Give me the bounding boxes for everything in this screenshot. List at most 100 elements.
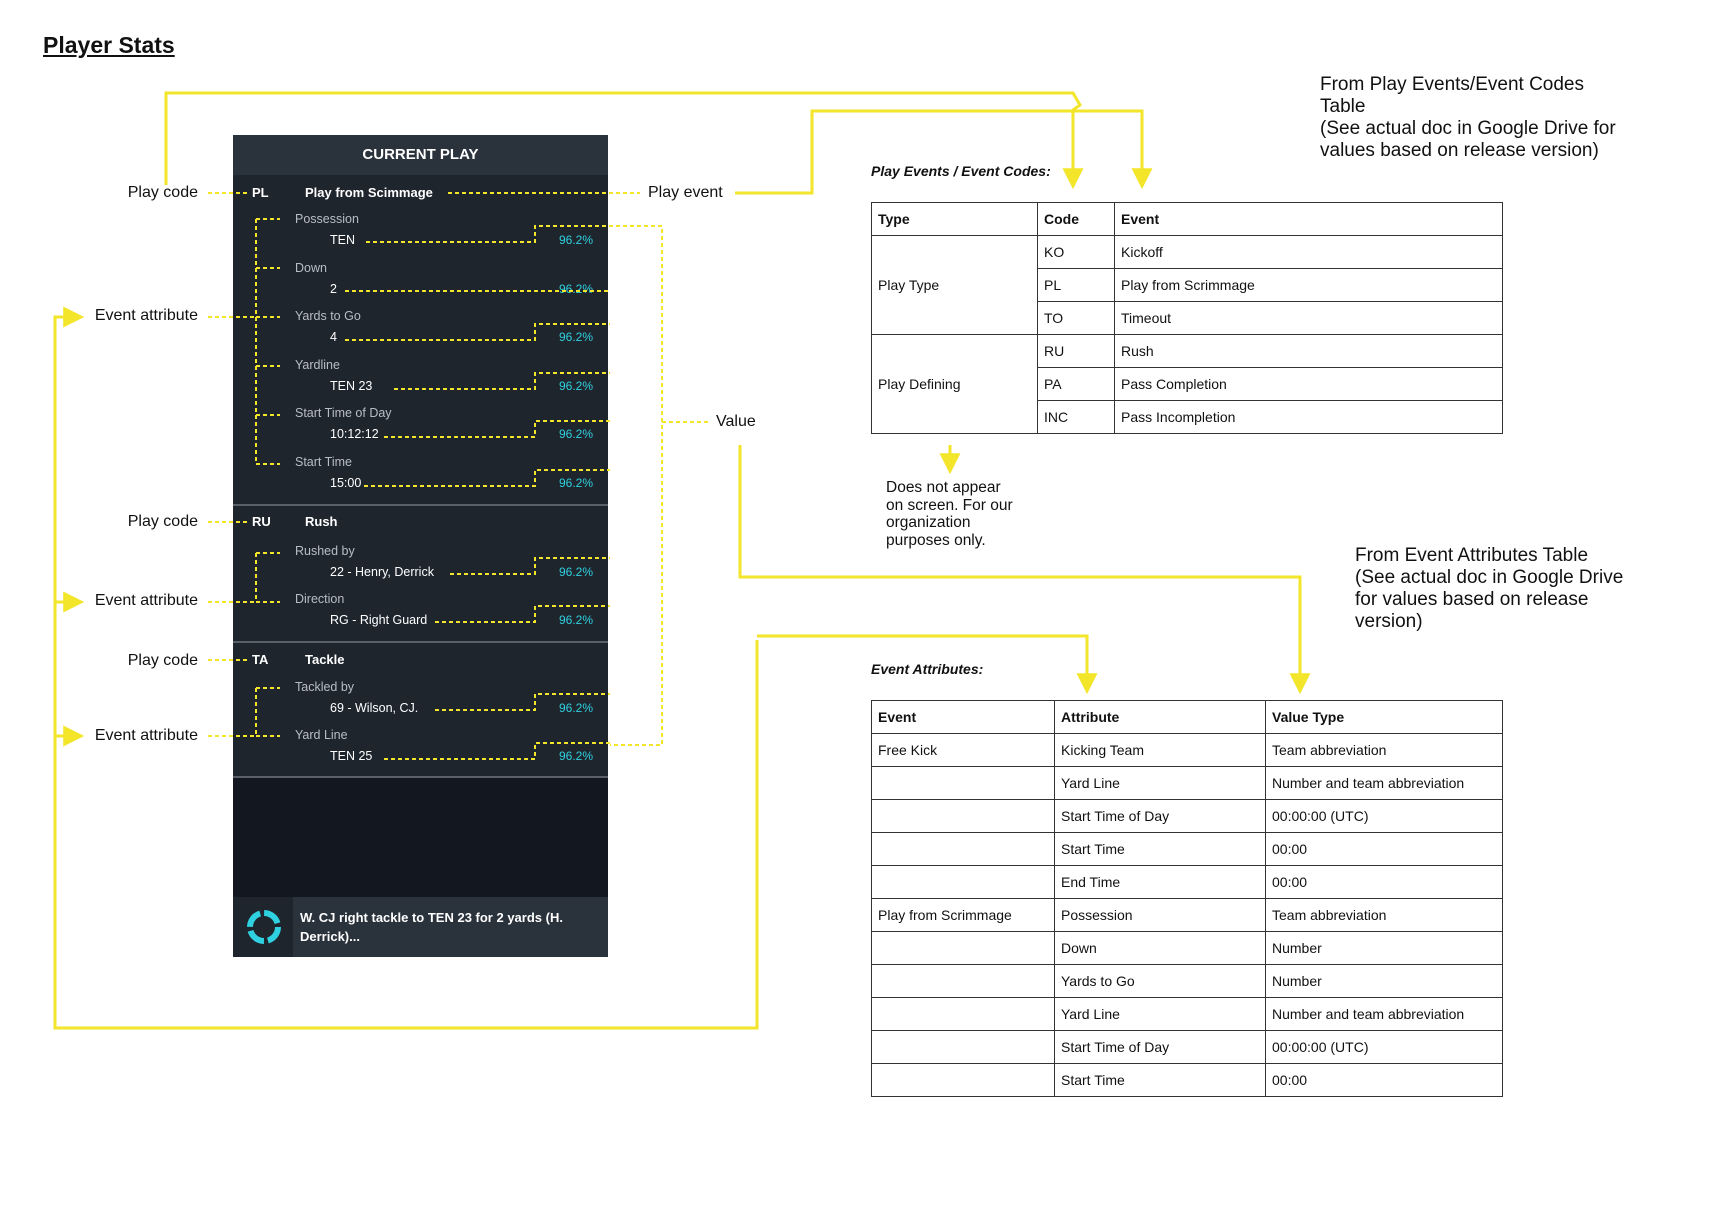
play-title: Rush — [305, 514, 338, 529]
connector-play-event — [735, 109, 1153, 195]
table-row: PL Play from Scrimmage — [872, 268, 1503, 302]
type-cell: Play Defining — [871, 334, 1038, 434]
play-title: Tackle — [305, 652, 345, 667]
connector-attribute-to-table — [757, 634, 1098, 695]
attribute-value: RG - Right Guard — [330, 613, 428, 627]
value-type-cell: 00:00 — [1265, 832, 1503, 866]
code-cell: KO — [1037, 235, 1115, 269]
table-row: INC Pass Incompletion — [872, 400, 1503, 434]
connector-play-code — [164, 91, 1084, 190]
attribute-value: TEN 23 — [330, 379, 373, 393]
connector-value — [738, 445, 1311, 695]
attribute-percent: 96.2% — [559, 282, 594, 296]
column-header: Attribute — [1054, 700, 1266, 734]
event-codes-table-title: Play Events / Event Codes: — [871, 163, 1051, 179]
attribute-value: TEN 25 — [330, 749, 373, 763]
current-play-panel: CURRENT PLAY PL Play from Scimmage Posse… — [233, 135, 608, 957]
value-type-cell: 00:00 — [1265, 1063, 1503, 1097]
table-header-row: Type Code Event — [871, 202, 1503, 236]
callout-play-event: Play event — [648, 184, 723, 201]
attribute-label: Rushed by — [295, 544, 355, 558]
value-type-cell: Number and team abbreviation — [1265, 766, 1503, 800]
value-type-cell: 00:00 — [1265, 865, 1503, 899]
attribute-value: 10:12:12 — [330, 427, 379, 441]
empty-area — [233, 778, 608, 897]
attribute-label: Possession — [295, 212, 359, 226]
callout-play-code-3: Play code — [127, 652, 198, 669]
event-cell: Free Kick — [871, 733, 1055, 767]
attribute-cell: End Time — [1054, 865, 1266, 899]
attribute-percent: 96.2% — [559, 565, 594, 579]
event-cell: Rush — [1114, 334, 1503, 368]
value-type-cell: Number — [1265, 964, 1503, 998]
event-cell: Play from Scrimmage — [1114, 268, 1503, 302]
attribute-value: 15:00 — [330, 476, 362, 490]
attribute-cell: Start Time — [1054, 1063, 1266, 1097]
attribute-percent: 96.2% — [559, 749, 594, 763]
attribute-percent: 96.2% — [559, 233, 594, 247]
type-cell: Play Type — [871, 235, 1038, 335]
attribute-value: 22 - Henry, Derrick — [330, 565, 434, 579]
callout-event-attribute-2: Event attribute — [94, 592, 198, 609]
attribute-percent: 96.2% — [559, 476, 594, 490]
attribute-value: 2 — [330, 282, 337, 296]
dashed-values — [345, 225, 663, 760]
column-header: Value Type — [1265, 700, 1503, 734]
attribute-percent: 96.2% — [559, 379, 594, 393]
event-codes-table: Type Code Event Play Type KO Kickoff PL … — [871, 202, 1503, 434]
dashed-event-attribute-2 — [208, 552, 280, 603]
footer-icon-area — [233, 897, 293, 957]
not-on-screen-note: Does not appear on screen. For our organ… — [886, 479, 1013, 549]
play-separator — [233, 776, 608, 778]
event-cell: Play from Scrimmage — [871, 898, 1055, 932]
value-type-cell: Team abbreviation — [1265, 898, 1503, 932]
attribute-value: TEN — [330, 233, 355, 247]
play-code: RU — [252, 514, 271, 529]
attribute-cell: Yards to Go — [1054, 964, 1266, 998]
event-attributes-table-title: Event Attributes: — [871, 661, 984, 677]
attribute-label: Yards to Go — [295, 309, 361, 323]
play-code: TA — [252, 652, 269, 667]
attribute-percent: 96.2% — [559, 427, 594, 441]
table-row: Play Defining RU Rush — [871, 334, 1503, 434]
attribute-cell: Kicking Team — [1054, 733, 1266, 767]
event-cell: Pass Incompletion — [1114, 400, 1503, 434]
refresh-icon — [247, 910, 281, 944]
event-cell — [871, 997, 1055, 1031]
callout-value: Value — [716, 413, 756, 430]
column-header: Code — [1037, 202, 1115, 236]
dashed-event-attribute-3 — [208, 687, 280, 737]
page-title: Player Stats — [43, 32, 175, 58]
callout-event-attribute-3: Event attribute — [94, 727, 198, 744]
event-cell — [871, 832, 1055, 866]
panel-footer[interactable]: W. CJ right tackle to TEN 23 for 2 yards… — [233, 897, 608, 957]
value-type-cell: Team abbreviation — [1265, 733, 1503, 767]
attribute-label: Yard Line — [295, 728, 348, 742]
attribute-label: Start Time of Day — [295, 406, 392, 420]
attribute-label: Tackled by — [295, 680, 355, 694]
callout-play-code-2: Play code — [127, 513, 198, 530]
attribute-value: 69 - Wilson, CJ. — [330, 701, 419, 715]
attribute-label: Start Time — [295, 455, 352, 469]
callout-event-attribute-1: Event attribute — [94, 307, 198, 324]
attribute-label: Down — [295, 261, 327, 275]
play-events-source-note: From Play Events/Event Codes Table (See … — [1320, 74, 1616, 161]
panel-header: CURRENT PLAY — [233, 135, 608, 175]
event-cell — [871, 865, 1055, 899]
code-cell: INC — [1037, 400, 1115, 434]
attribute-label: Yardline — [295, 358, 340, 372]
play-code: PL — [252, 185, 269, 200]
connector-event-attribute — [53, 306, 759, 1030]
event-cell — [871, 766, 1055, 800]
play-description: W. CJ right tackle to TEN 23 for 2 yards… — [300, 910, 563, 944]
event-cell — [871, 1030, 1055, 1064]
play-separator — [233, 641, 608, 643]
event-attributes-source-note: From Event Attributes Table (See actual … — [1355, 545, 1624, 632]
